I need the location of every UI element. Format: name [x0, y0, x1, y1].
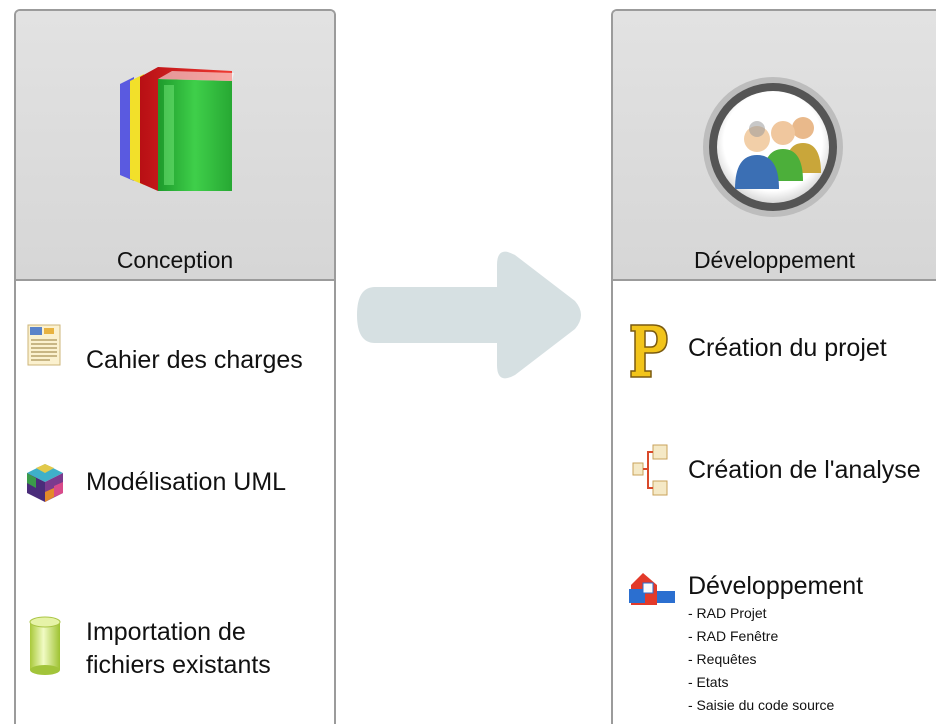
- project-item-label: Création du projet: [688, 334, 887, 362]
- spec-document-icon: [27, 324, 61, 366]
- import-item-label-line1: Importation de: [86, 618, 246, 646]
- sublist-item: - Etats: [688, 674, 729, 690]
- developpement-panel: Développement Création du projet Créatio…: [611, 9, 936, 724]
- developpement-title: Développement: [693, 247, 856, 273]
- developpement-header: Développement: [613, 11, 936, 281]
- spec-item-label: Cahier des charges: [86, 346, 303, 374]
- uml-cube-icon: [27, 464, 63, 502]
- users-group-icon: [703, 77, 843, 217]
- conception-header: Conception: [16, 11, 334, 281]
- import-item-label-line2: fichiers existants: [86, 651, 271, 679]
- development-item-label: Développement: [688, 572, 864, 600]
- database-cylinder-icon: [29, 616, 61, 675]
- flow-arrow: [357, 251, 581, 379]
- project-p-icon: [630, 324, 668, 378]
- analysis-item-label: Création de l'analyse: [688, 456, 921, 484]
- sublist-item: - RAD Projet: [688, 605, 767, 621]
- sublist-item: - Requêtes: [688, 651, 757, 667]
- analysis-icon: [632, 444, 668, 496]
- conception-title: Conception: [116, 247, 234, 273]
- conception-panel: Conception Cahier des charges Modélisati…: [14, 9, 336, 724]
- development-sublist: - RAD Projet - RAD Fenêtre - Requêtes - …: [688, 602, 834, 717]
- sublist-item: - RAD Fenêtre: [688, 628, 779, 644]
- books-icon: [120, 67, 234, 191]
- development-icon: [629, 573, 675, 605]
- uml-item-label: Modélisation UML: [86, 468, 287, 496]
- sublist-item: - Saisie du code source: [688, 697, 835, 713]
